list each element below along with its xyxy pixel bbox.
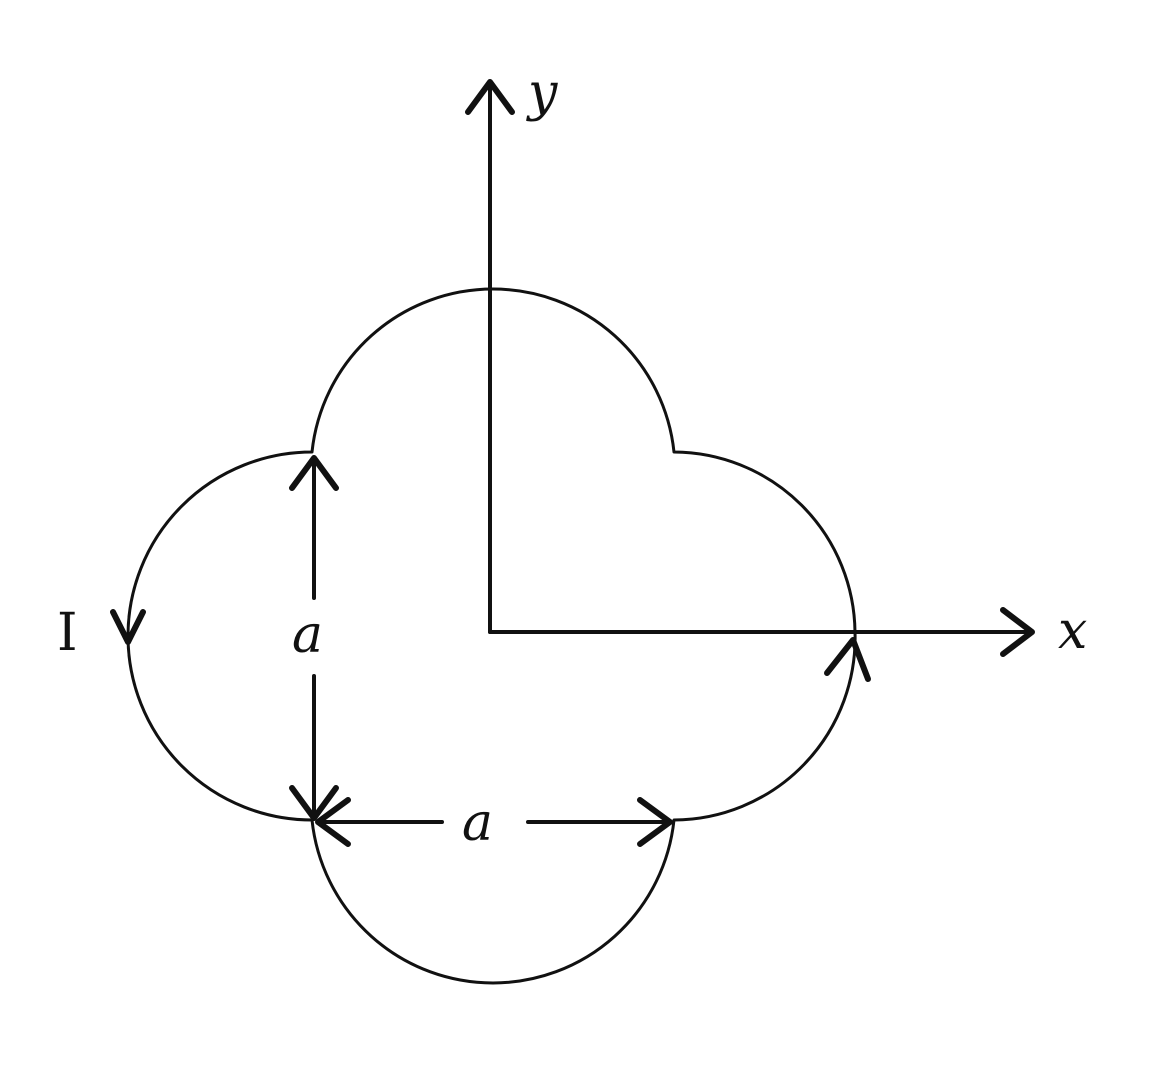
current-arrow-left <box>110 609 146 645</box>
horizontal-dimension-arrowhead-left <box>315 797 351 847</box>
horizontal-dimension-arrowhead-right <box>637 797 673 847</box>
vertical-side-label: a <box>292 605 323 665</box>
vertical-dimension-arrowhead-top <box>289 455 339 491</box>
x-axis-arrowhead <box>1000 607 1035 657</box>
x-axis-label: x <box>1058 601 1087 661</box>
vertical-dimension-arrowhead-bottom <box>289 785 339 821</box>
y-axis-label: y <box>526 63 558 123</box>
current-label: I <box>57 603 78 663</box>
horizontal-side-label: a <box>462 793 493 853</box>
y-axis-arrowhead <box>465 79 515 115</box>
current-arrow-right <box>824 637 871 682</box>
